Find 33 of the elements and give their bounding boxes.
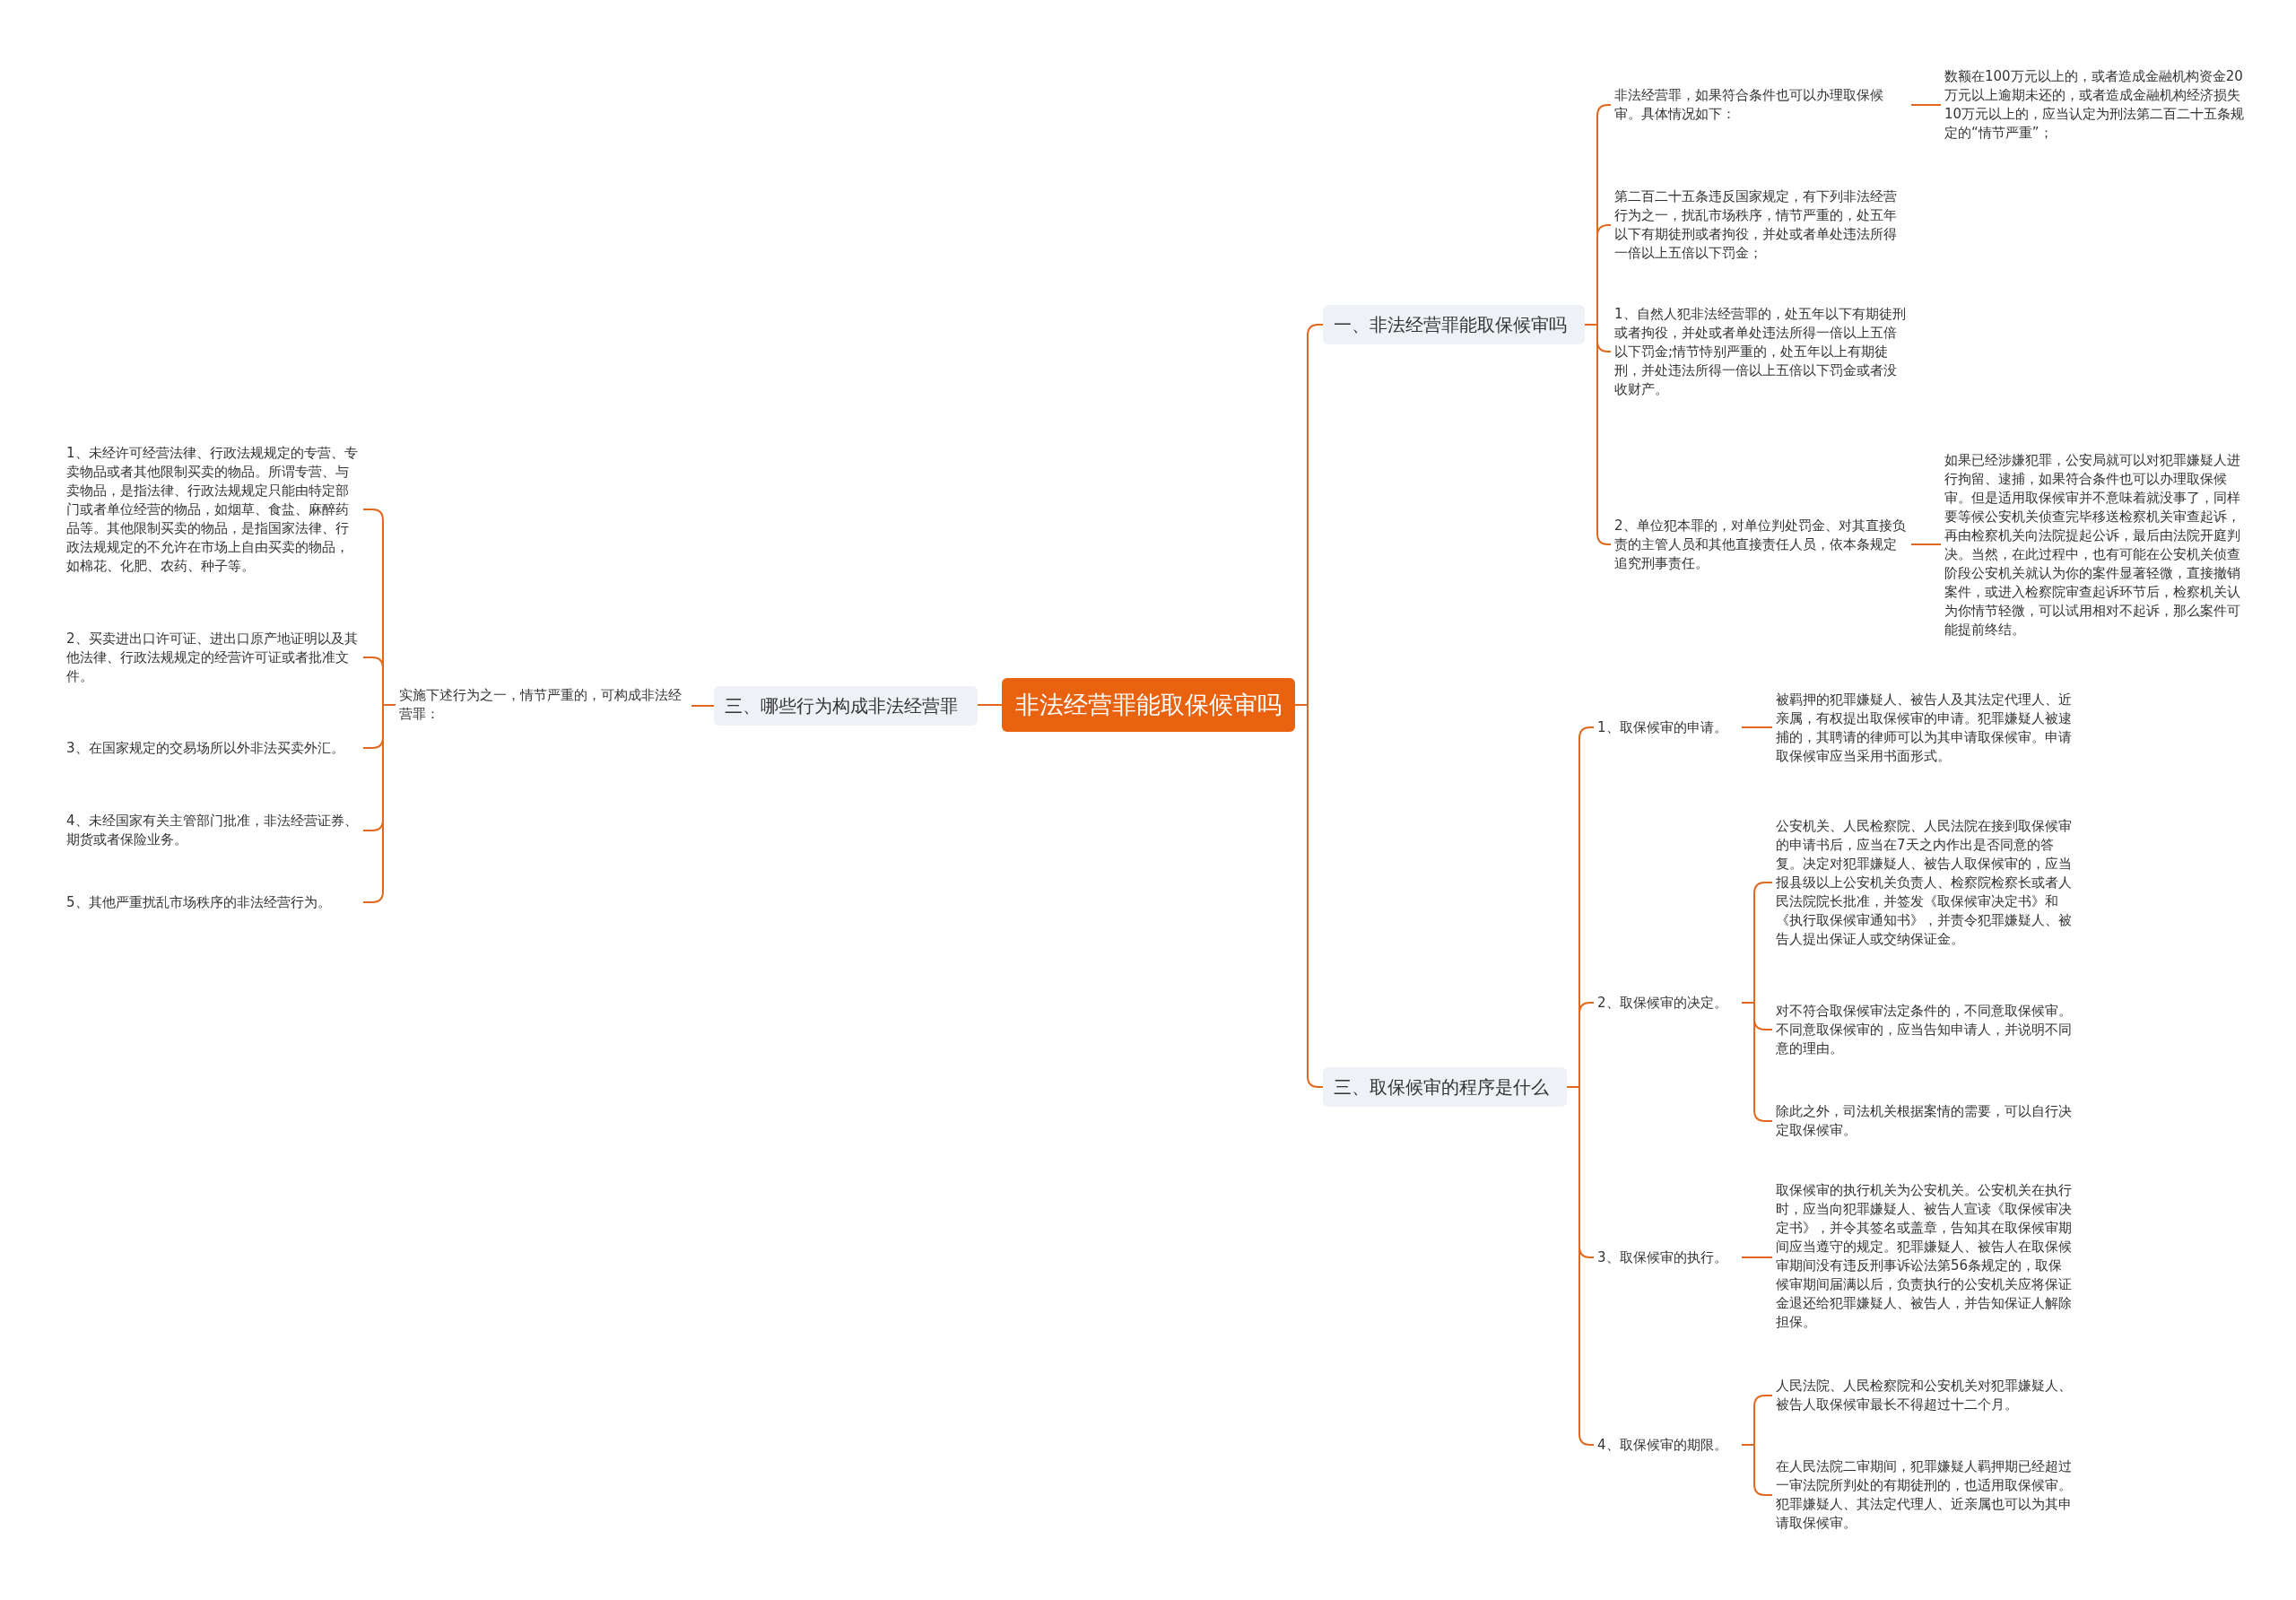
topic-text: 5、其他严重扰乱市场秩序的非法经营行为。 xyxy=(63,892,363,912)
subtopic-text: 3、取保候审的执行。 xyxy=(1594,1248,1742,1266)
topic-text: 1、未经许可经营法律、行政法规规定的专营、专卖物品或者其他限制买卖的物品。所谓专营、与卖物品，是指法律、行政法规规定只能由特定部门或者单位经营的物品，如烟草、食盐、麻醉药品等。其他限制买卖的物品，是指国家法律、行政法规规定的不允许在市场上自由买卖的物品，如棉花、化肥、农药、种子等。 xyxy=(63,443,363,576)
topic-text: 取保候审的执行机关为公安机关。公安机关在执行时，应当向犯罪嫌疑人、被告人宣读《取保候审决定书》，并令其签名或盖章，告知其在取保候审期间应当遵守的规定。犯罪嫌疑人、被告人在取保候审期间没有违反刑事诉讼法第56条规定的，取保候审期间届满以后，负责执行的公安机关应将保证金退还给犯罪嫌疑人、被告人，并告知保证人解除担保。 xyxy=(1772,1181,2077,1332)
topic-text: 人民法院、人民检察院和公安机关对犯罪嫌疑人、被告人取保候审最长不得超过十二个月。 xyxy=(1772,1377,2077,1414)
topic-text: 被羁押的犯罪嫌疑人、被告人及其法定代理人、近亲属，有权提出取保候审的申请。犯罪嫌疑人被逮捕的，其聘请的律师可以为其申请取保候审。申请取保候审应当采用书面形式。 xyxy=(1772,691,2077,766)
topic-text: 1、自然人犯非法经营罪的，处五年以下有期徒刑或者拘役，并处或者单处违法所得一倍以上五倍以下罚金;情节恃别严重的，处五年以上有期徒刑，并处违法所得一倍以上五倍以下罚金或者没收财产。 xyxy=(1611,304,1911,399)
connector-line xyxy=(1741,1257,1773,1258)
topic-text: 实施下述行为之一，情节严重的，可构成非法经营罪： xyxy=(396,686,691,724)
topic-text: 如果已经涉嫌犯罪，公安局就可以对犯罪嫌疑人进行拘留、逮捕，如果符合条件也可以办理取保候审。但是适用取保候审并不意味着就没事了，同样要等候公安机关侦查完毕移送检察机关审查起诉，再由检察机关向法院提起公诉，最后由法院开庭判决。当然，在此过程中，也有可能在公安机关侦查阶段公安机关就认为你的案件显著轻微，直接撤销案件，或进入检察院审查起诉环节后，检察机关认为你情节轻微，可以试用相对不起诉，那么案件可能提前终结。 xyxy=(1941,451,2250,639)
topic-text: 数额在100万元以上的，或者造成金融机构资金20万元以上逾期未还的，或者造成金融机构经济损失10万元以上的，应当认定为刑法第二百二十五条规定的“情节严重”； xyxy=(1941,67,2250,143)
branch-topic: 三、哪些行为构成非法经营罪 xyxy=(714,686,978,726)
topic-text: 2、买卖进出口许可证、进出口原产地证明以及其他法律、行政法规规定的经营许可证或者批准文件。 xyxy=(63,629,363,686)
connector-line xyxy=(1741,726,1773,728)
branch-topic: 一、非法经营罪能取保候审吗 xyxy=(1323,305,1585,344)
topic-text: 2、单位犯本罪的，对单位判处罚金、对其直接负责的主管人员和其他直接责任人员，依本条规定追究刑事责任。 xyxy=(1611,516,1911,573)
connector-line xyxy=(691,705,715,707)
topic-text: 3、在国家规定的交易场所以外非法买卖外汇。 xyxy=(63,738,363,758)
connector-line xyxy=(1910,104,1942,106)
subtopic-text: 4、取保候审的期限。 xyxy=(1594,1436,1742,1454)
topic-text: 第二百二十五条违反国家规定，有下列非法经营行为之一，扰乱市场秩序，情节严重的，处五年以下有期徒刑或者拘役，并处或者单处违法所得一倍以上五倍以下罚金； xyxy=(1611,187,1911,263)
subtopic-text: 2、取保候审的决定。 xyxy=(1594,994,1742,1012)
central-topic: 非法经营罪能取保候审吗 xyxy=(1002,678,1295,732)
topic-text: 对不符合取保候审法定条件的，不同意取保候审。不同意取保候审的，应当告知申请人，并说明不同意的理由。 xyxy=(1772,1001,2077,1058)
connector-line xyxy=(977,704,1003,706)
connector-line xyxy=(1910,543,1942,545)
topic-text: 公安机关、人民检察院、人民法院在接到取保候审的申请书后，应当在7天之内作出是否同意的答复。决定对犯罪嫌疑人、被告人取保候审的，应当报县级以上公安机关负责人、检察院检察长或者人民法院院长批准，并签发《取保候审决定书》和《执行取保候审通知书》，并责令犯罪嫌疑人、被告人提出保证人或交纳保证金。 xyxy=(1772,816,2077,949)
branch-topic: 三、取保候审的程序是什么 xyxy=(1323,1067,1567,1107)
topic-text: 除此之外，司法机关根据案情的需要，可以自行决定取保候审。 xyxy=(1772,1102,2077,1140)
subtopic-text: 1、取保候审的申请。 xyxy=(1594,718,1742,736)
topic-text: 在人民法院二审期间，犯罪嫌疑人羁押期已经超过一审法院所判处的有期徒刑的，也适用取保候审。犯罪嫌疑人、其法定代理人、近亲属也可以为其申请取保候审。 xyxy=(1772,1457,2077,1533)
topic-text: 4、未经国家有关主管部门批准，非法经营证券、期货或者保险业务。 xyxy=(63,812,363,849)
topic-text: 非法经营罪，如果符合条件也可以办理取保候审。具体情况如下： xyxy=(1611,86,1911,124)
